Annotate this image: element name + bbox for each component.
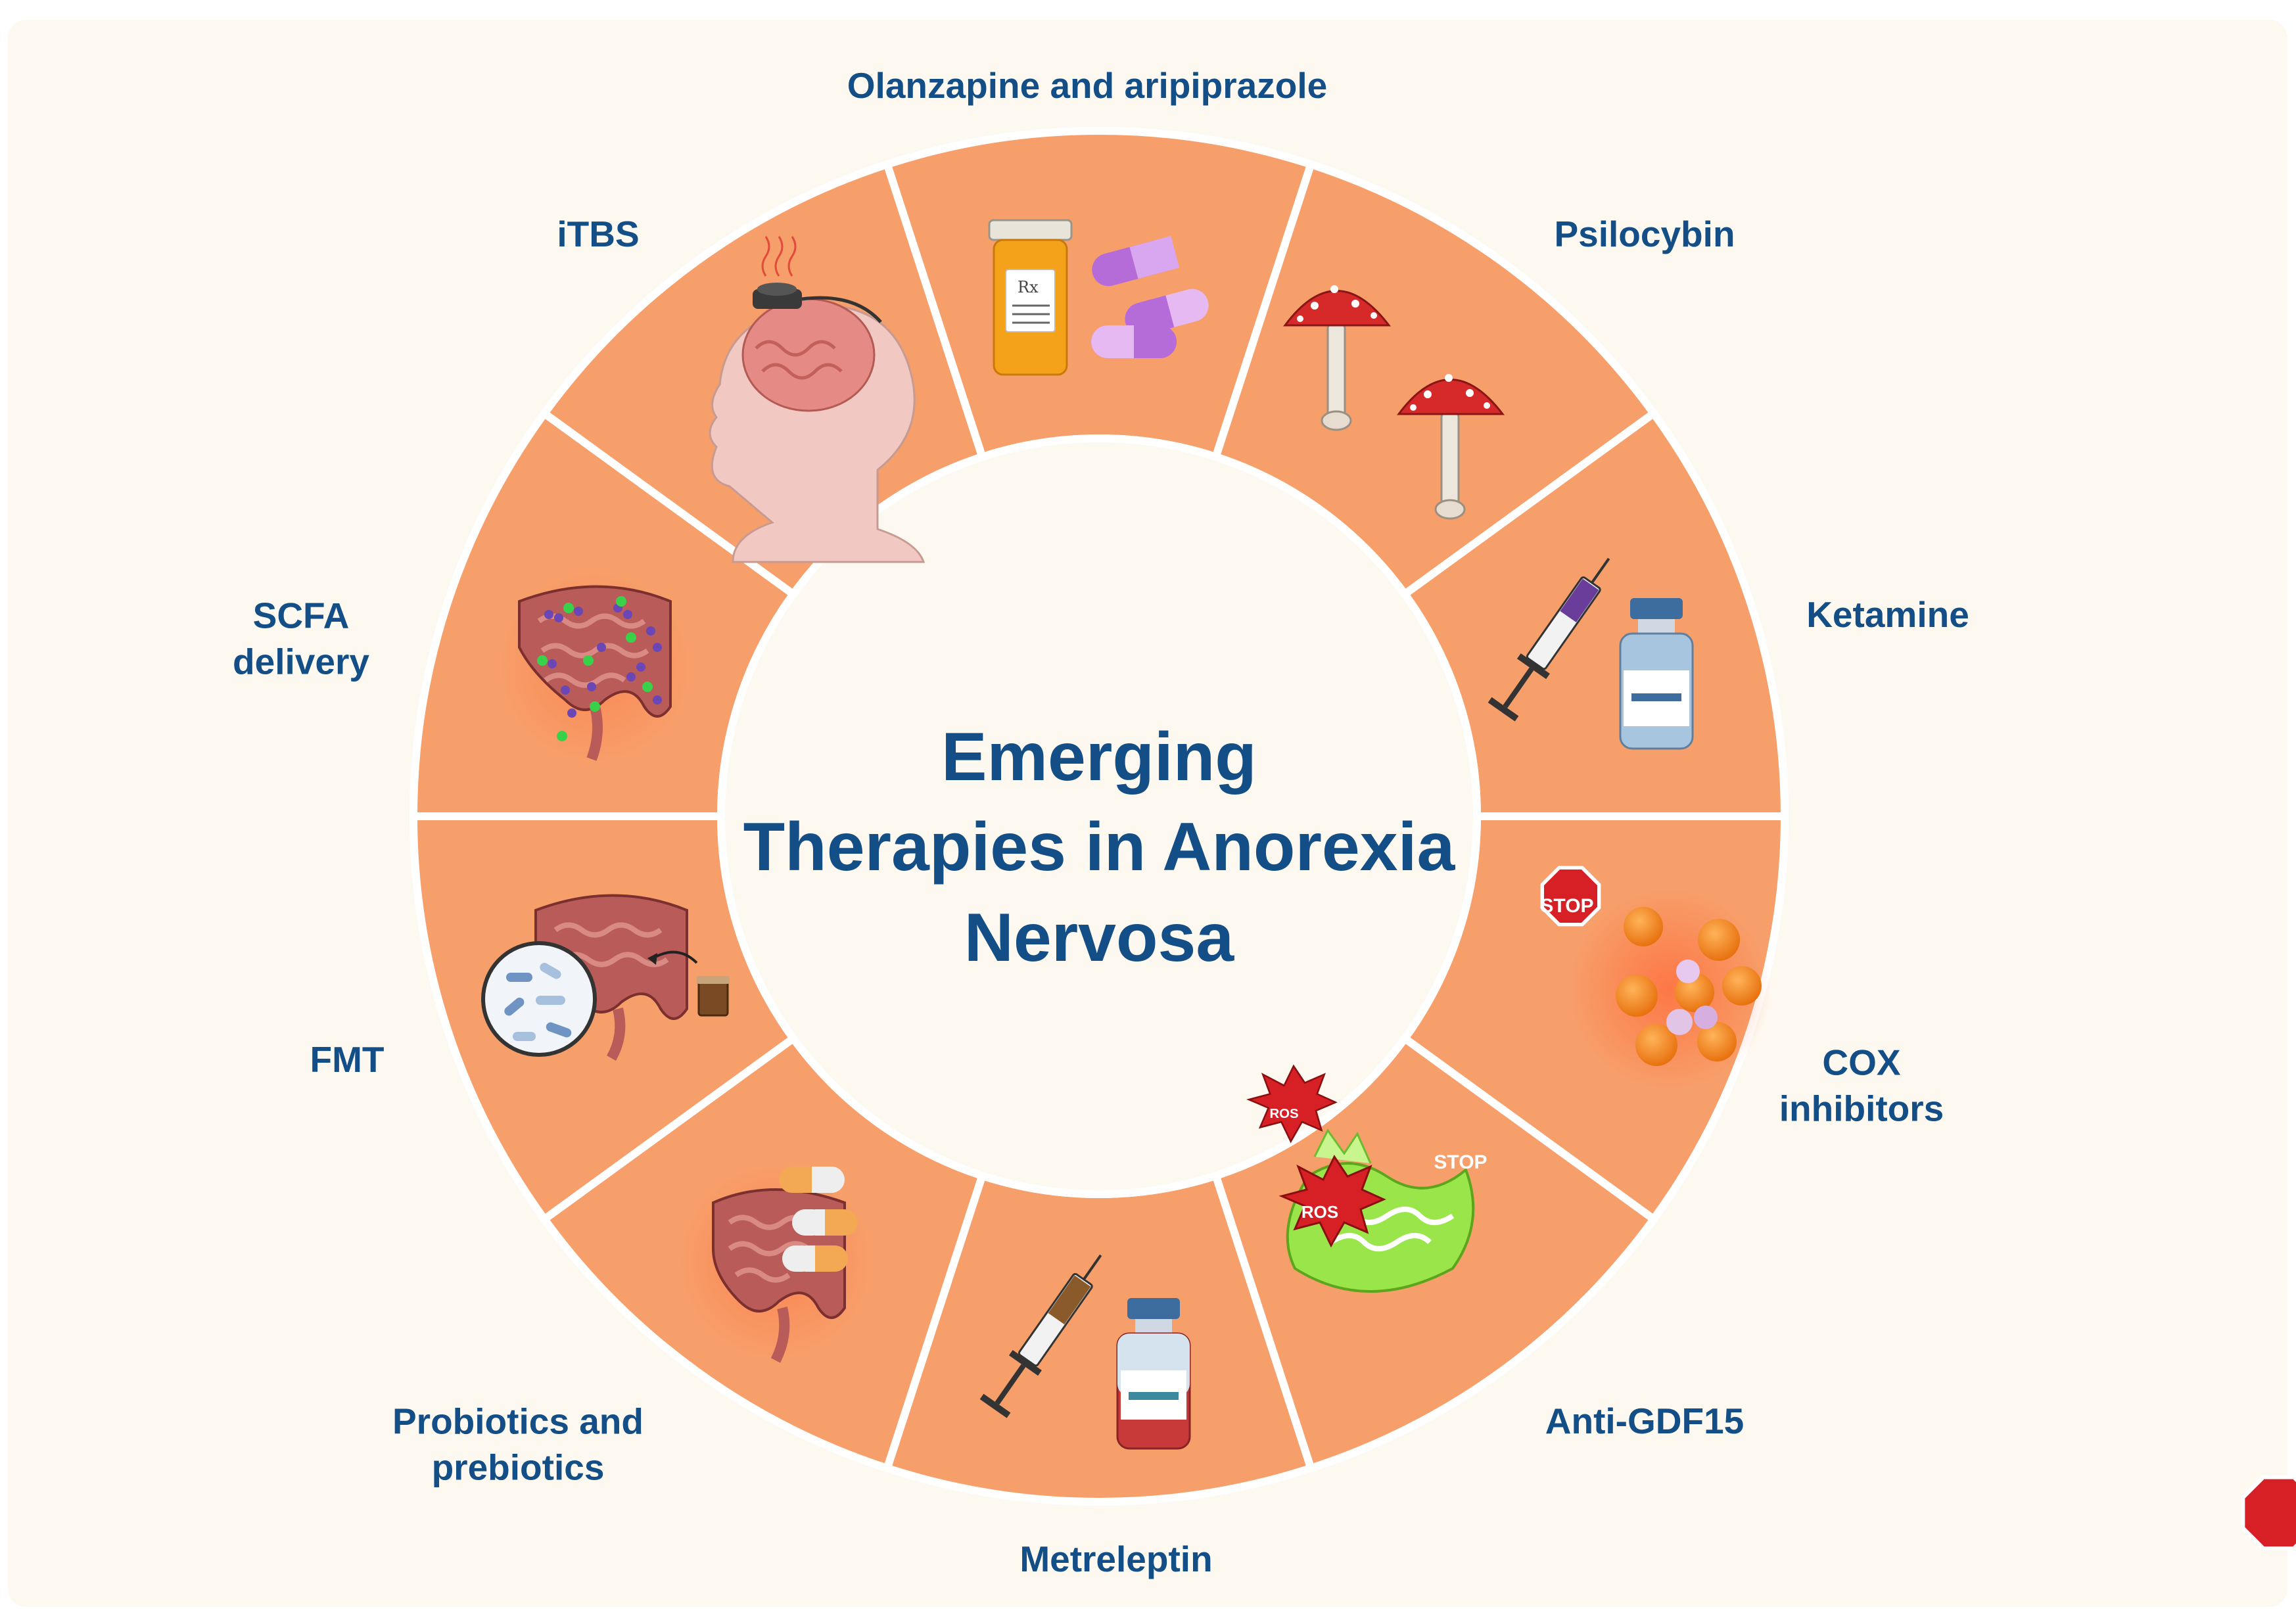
mushrooms-icon: [1283, 285, 1505, 520]
center-title-line2: Therapies in Anorexia: [743, 809, 1455, 886]
ros-text-2: ROS: [1269, 1107, 1298, 1121]
stop-text-2: STOP: [1434, 1151, 1487, 1173]
ros-text-1: ROS: [1301, 1202, 1338, 1222]
label-fmt: FMT: [310, 1038, 385, 1080]
label-cox-inhibitors: COX inhibitors: [1779, 1040, 1944, 1132]
label-cox-line2: inhibitors: [1779, 1088, 1944, 1129]
stop-sign-and-cells-icon: STOP: [1540, 866, 1771, 1091]
center-disc: [717, 434, 1481, 1198]
label-metreleptin: Metreleptin: [1019, 1538, 1213, 1579]
intestine-with-capsules-icon: [677, 1163, 874, 1363]
head-brain-stimulation-icon: [709, 236, 925, 563]
label-itbs: iTBS: [557, 213, 640, 254]
center-title-line1: Emerging: [941, 719, 1257, 796]
intestine-with-molecules-icon: [496, 568, 693, 766]
label-probiotics: Probiotics and prebiotics: [392, 1399, 644, 1491]
label-probiotics-line1: Probiotics and: [392, 1401, 644, 1442]
stop-text: STOP: [1540, 895, 1593, 917]
intestine-with-bacteria-icon: [481, 894, 730, 1061]
label-scfa-line1: SCFA: [252, 595, 350, 636]
center-title: Emerging Therapies in Anorexia Nervosa: [711, 712, 1487, 983]
label-olanzapine: Olanzapine and aripiprazole: [847, 64, 1328, 106]
label-scfa-line2: delivery: [233, 641, 369, 682]
svg-text:Rx: Rx: [1018, 278, 1039, 296]
label-psilocybin: Psilocybin: [1554, 213, 1735, 254]
center-title-line3: Nervosa: [964, 899, 1234, 976]
syringe-and-vial-icon: [1488, 557, 1694, 750]
label-cox-line1: COX: [1822, 1042, 1901, 1083]
pill-bottle-and-capsules-icon: Rx: [988, 219, 1209, 376]
label-probiotics-line2: prebiotics: [431, 1447, 605, 1488]
mitochondria-ros-stop-icon: ROS ROS STOP: [1246, 1064, 2296, 1551]
label-scfa-delivery: SCFA delivery: [233, 593, 369, 685]
syringe-and-vial-icon: [979, 1254, 1191, 1450]
label-anti-gdf15: Anti-GDF15: [1545, 1400, 1745, 1441]
label-ketamine: Ketamine: [1806, 593, 1969, 635]
